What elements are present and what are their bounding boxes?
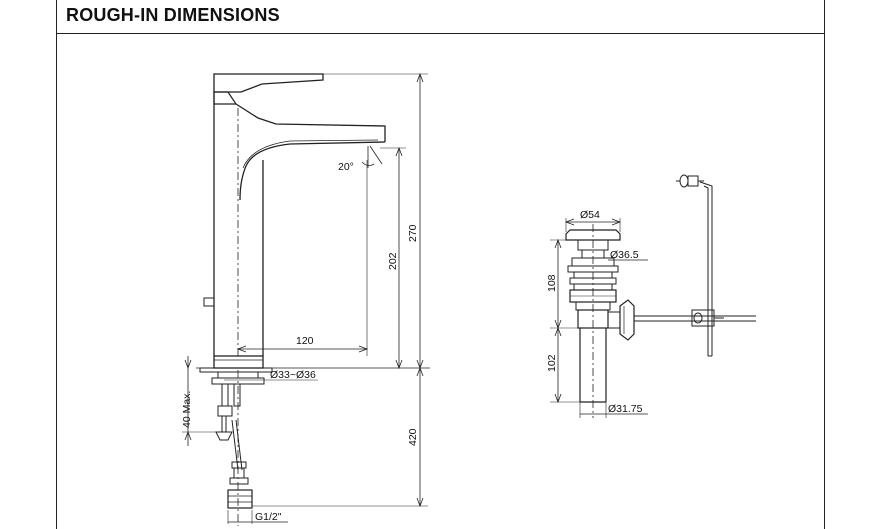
spout-height-label: 202 xyxy=(387,252,399,270)
body-height-label: 108 xyxy=(546,274,558,292)
section-title: ROUGH-IN DIMENSIONS xyxy=(66,5,280,25)
supply-length-label: 420 xyxy=(407,428,419,446)
drawing-frame xyxy=(56,0,825,529)
tail-length-label: 102 xyxy=(546,354,558,372)
total-height-label: 270 xyxy=(407,224,419,242)
tail-diameter-label: Ø31.75 xyxy=(608,403,643,415)
faucet-drawing: 20° 120 202 270 Ø33~Ø36 40 Max. 420 G1/2… xyxy=(181,72,430,526)
deck-thickness-label: 40 Max. xyxy=(181,391,193,428)
pop-up-drain-drawing: Ø54 Ø36.5 108 102 Ø31.75 xyxy=(546,174,756,418)
body-diameter-label: Ø36.5 xyxy=(610,249,639,261)
cap-diameter-label: Ø54 xyxy=(580,209,600,221)
hole-diameter-label: Ø33~Ø36 xyxy=(270,369,316,381)
angle-label: 20° xyxy=(338,161,354,173)
supply-thread-label: G1/2" xyxy=(255,511,282,523)
spout-reach-label: 120 xyxy=(296,335,314,347)
section-header: ROUGH-IN DIMENSIONS xyxy=(56,0,825,34)
